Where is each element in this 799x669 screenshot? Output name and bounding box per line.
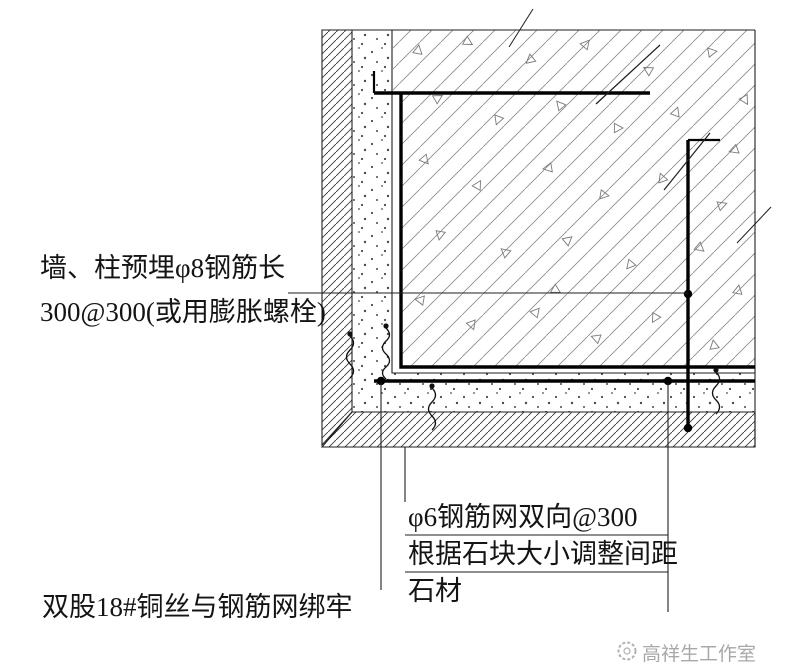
break-symbols [508, 8, 772, 244]
anchor-dot [376, 376, 386, 386]
watermark-logo-icon [617, 641, 637, 661]
wire-tie-dot [347, 331, 353, 337]
bar-break-symbol-right [663, 132, 711, 191]
anchor-dot [663, 376, 673, 386]
edge-break-symbol-top [508, 8, 534, 48]
bar-break-symbol-top [595, 44, 661, 105]
leader-lines [288, 292, 688, 612]
wire-tie-dot [429, 383, 435, 389]
mortar-layer [352, 30, 755, 412]
concrete-aggregate-triangles [412, 35, 748, 350]
wire-tie-dot [383, 323, 389, 329]
steel-mesh-face-bar [399, 93, 755, 369]
edge-break-symbol-right [736, 206, 772, 244]
wire-tie-dot [713, 367, 719, 373]
label-steel-mesh-line2: 根据石块大小调整间距 [408, 539, 678, 569]
section-outline [322, 29, 756, 447]
steel-rebar-lines [372, 71, 755, 428]
copper-wire-ties [345, 323, 721, 431]
label-embedded-rebar-line1: 墙、柱预埋φ8钢筋长 [40, 253, 286, 283]
stone-slab-left [321, 29, 353, 447]
wire-tie [381, 327, 391, 380]
label-embedded-rebar-line2: 300@300(或用膨胀螺栓) [40, 297, 326, 327]
anchor-dot [683, 423, 693, 433]
label-steel-mesh-line1: φ6钢筋网双向@300 [408, 502, 638, 532]
concrete-wall-section [393, 30, 755, 366]
watermark-text: 高祥生工作室 [642, 644, 757, 665]
anchor-dots [376, 289, 693, 433]
wire-tie [427, 387, 437, 431]
wire-tie [711, 371, 721, 415]
label-stone: 石材 [408, 576, 462, 606]
wire-tie [345, 335, 355, 379]
anchor-dot [683, 289, 693, 299]
label-copper-wire: 双股18#铜丝与钢筋网绑牢 [42, 592, 353, 622]
